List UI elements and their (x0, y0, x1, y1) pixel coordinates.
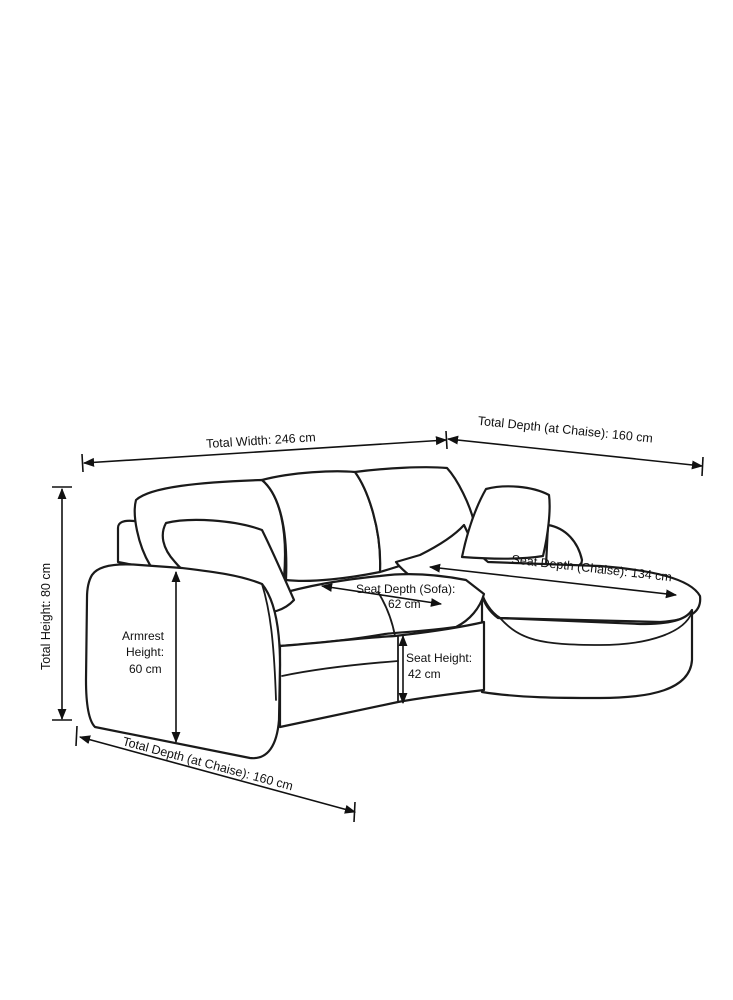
seat-height-label-line2: 42 cm (408, 667, 441, 681)
total-depth-top-arrow (446, 435, 704, 470)
chaise-curve-seam (499, 611, 693, 646)
total-depth-top-label: Total Depth (at Chaise): 160 cm (477, 414, 653, 446)
total-width-tick-left (81, 453, 84, 473)
armrest-label-line1: Armrest (122, 629, 165, 643)
chaise-scatter-cushion (460, 485, 551, 560)
front-left-armrest (84, 563, 282, 760)
total-height-label: Total Height: 80 cm (39, 563, 53, 670)
seat-depth-sofa-label-line1: Seat Depth (Sofa): (356, 582, 455, 596)
total-depth-bottom-tick-right (353, 801, 356, 823)
total-depth-bottom-tick-left (75, 725, 78, 747)
seat-depth-chaise-arrow (428, 563, 678, 599)
chaise-base (480, 592, 694, 700)
total-depth-top-tick (701, 456, 704, 477)
front-base-lower (281, 660, 399, 677)
armrest-label-line3: 60 cm (129, 662, 162, 676)
seat-height-label-line1: Seat Height: (406, 651, 472, 665)
total-width-tick-right (445, 430, 448, 450)
total-depth-bottom-arrow (78, 735, 357, 814)
seat-depth-sofa-arrow (320, 583, 443, 607)
seat-depth-sofa-label-line2: 62 cm (388, 597, 421, 611)
dimension-lines (52, 430, 704, 823)
total-width-label: Total Width: 246 cm (206, 430, 316, 451)
sofa-drawing (84, 466, 702, 760)
total-width-arrow (82, 436, 448, 467)
armrest-label-line2: Height: (126, 645, 164, 659)
sofa-front-base (278, 620, 486, 729)
armrest-front-seam (261, 583, 277, 701)
